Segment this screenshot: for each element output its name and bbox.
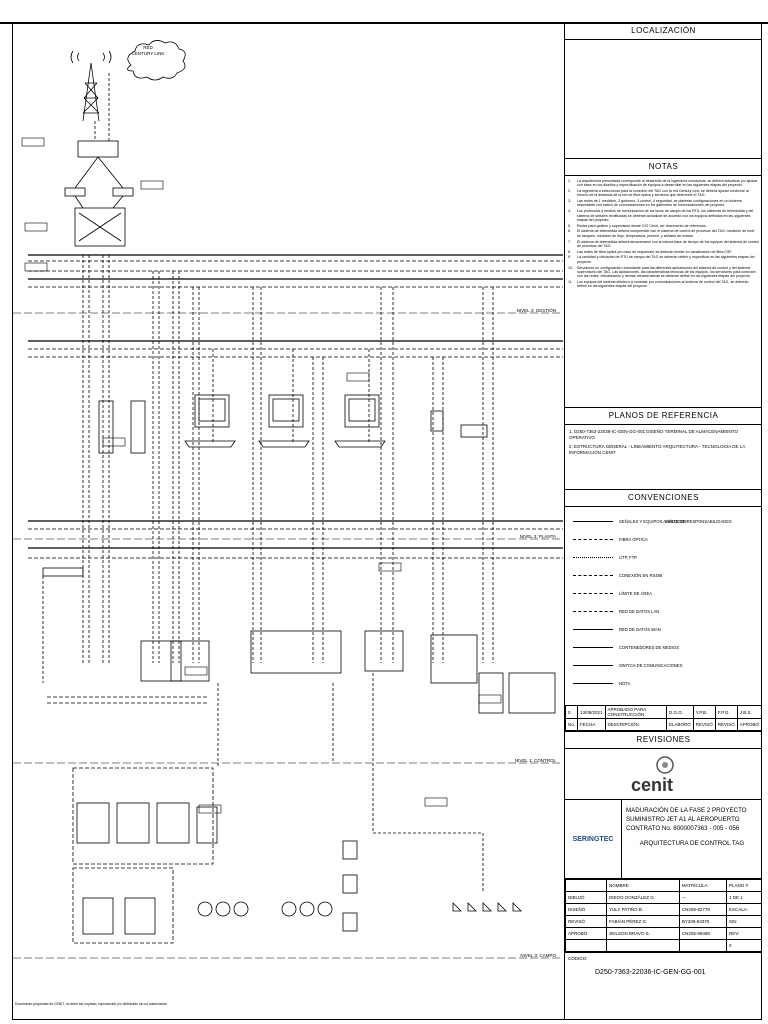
seringtec-logo: SERINGTEC [565, 800, 622, 878]
note-item: 7.El sistema de telemedida deberá almace… [568, 239, 759, 248]
antenna-tower-icon [70, 50, 112, 122]
convention-item: RED DE DATOS WAN [573, 627, 661, 632]
level-4-label: NIVEL 4: GESTIÓN [517, 307, 556, 313]
reference-item: 1. D250-7363-22036-IC-GEN-GG-001 DISEÑO … [569, 429, 738, 440]
convention-item: UTP, FTP [573, 555, 637, 560]
project-line-1: MADURACIÓN DE LA FASE 2 PROYECTO [626, 807, 747, 814]
convention-item: NOTA [573, 681, 630, 686]
convention-limit: LÍMITE DE RESPONSABILIDADES [665, 519, 732, 524]
conventions-legend: SEÑALES Y EQUIPOS ANÁLOGOS FIBRA ÓPTICA UT… [565, 507, 762, 705]
code-block: CÓDIGO: D250-7363-22036-IC-GEN-GG-001 [565, 952, 762, 987]
cloud-icon [127, 40, 186, 81]
cenit-logo-icon [656, 756, 674, 774]
convention-item: SEÑALES Y EQUIPOS ANÁLOGOS [573, 519, 687, 524]
workstation-icons [184, 394, 386, 448]
notes-list: 1.La arquitectura presentada corresponde… [565, 176, 762, 407]
note-item: 10.Servidores en configuración redundant… [568, 265, 756, 279]
level-0-label: NIVEL 0: CAMPO [520, 953, 556, 958]
svg-text:CENTURY LINK: CENTURY LINK [132, 51, 165, 56]
drawing-sheet [12, 22, 762, 1020]
conventions-title: CONVENCIONES [565, 489, 762, 507]
convention-item: FIBRA ÓPTICA [573, 537, 648, 542]
drawing-code: D250-7363-22036-IC-GEN-GG-001 [595, 969, 706, 976]
cenit-logo-text: cenit [631, 775, 674, 795]
revisions-table: 0 13/08/2021 APROBADO PARA CONSTRUCCIÓN … [564, 705, 763, 731]
cloud-label: RED [143, 45, 153, 50]
revision-row: 0 13/08/2021 APROBADO PARA CONSTRUCCIÓN … [564, 705, 763, 719]
project-line-3: CONTRATO No. 8000007363 - 005 - 056 [626, 825, 740, 832]
revisions-title: REVISIONES [565, 731, 762, 749]
note-item: 4.Los protocolos y medios de comunicació… [568, 209, 754, 222]
references-list: 1. D250-7363-22036-IC-GEN-GG-001 DISEÑO … [565, 425, 762, 489]
location-box [565, 40, 762, 158]
project-line-4: ARQUITECTURA DE CONTROL TAG [639, 840, 745, 847]
note-item: 6.El sistema de telemedida deberá compre… [568, 229, 755, 238]
convention-item: CONTENEDORES DE MEDIOS [573, 645, 679, 650]
note-item: 3.Las redes de 1 medición, 2 gobierno, 3… [568, 199, 742, 208]
project-line-2: SUMINISTRO JET A1 AL AEROPUERTO [626, 816, 740, 823]
field-instruments [197, 840, 522, 932]
convention-item: RED DE DATOS LAN [573, 609, 659, 614]
title-panel: LOCALIZACIÓN NOTAS 1.La arquitectura pre… [564, 23, 763, 1019]
top-border [0, 22, 768, 24]
plc-cabinets [140, 630, 556, 714]
note-item: 5.Redes para gestión y supervisión desde… [568, 223, 707, 228]
note-item: 9.La cantidad y ubicación de RTU de camp… [568, 255, 755, 264]
project-block: SERINGTEC MADURACIÓN DE LA FASE 2 PROYEC… [565, 800, 762, 879]
notes-title: NOTAS [565, 158, 762, 176]
level-3-label: NIVEL 3: PLANTA [520, 534, 556, 539]
footer-note: Documento propiedad de CENIT, no debe se… [15, 1002, 168, 1006]
convention-item: CONEXIÓN EN RS485 [573, 573, 662, 578]
level-1-label: NIVEL 1: CONTROL [515, 758, 557, 763]
refs-title: PLANOS DE REFERENCIA [565, 407, 762, 425]
note-item: 8.Las redes de fibra óptica (en caso de … [568, 249, 733, 254]
revision-header: No. FECHA DESCRIPCIÓN ELABORÓ REVISÓ REV… [564, 718, 763, 731]
note-item: 11.Los equipos del sistema eléctrico a c… [568, 279, 749, 289]
reference-item: 2. ESTRUCTURA GENERAL - LINEAMIENTO ARQU… [569, 444, 745, 455]
convention-item: SWITCH DE COMUNICACIONES [573, 663, 683, 668]
cenit-logo-box: cenit [565, 749, 762, 800]
location-title: LOCALIZACIÓN [565, 23, 762, 40]
note-item: 1.La arquitectura presentada corresponde… [568, 179, 758, 188]
architecture-diagram: RED CENTURY LINK NIVEL 4: GESTIÓN NIVEL … [13, 40, 563, 959]
note-item: 2.La ingeniería a seleccionar para la co… [568, 189, 749, 198]
convention-item: LÍMITE DE ÁREA [573, 591, 652, 596]
